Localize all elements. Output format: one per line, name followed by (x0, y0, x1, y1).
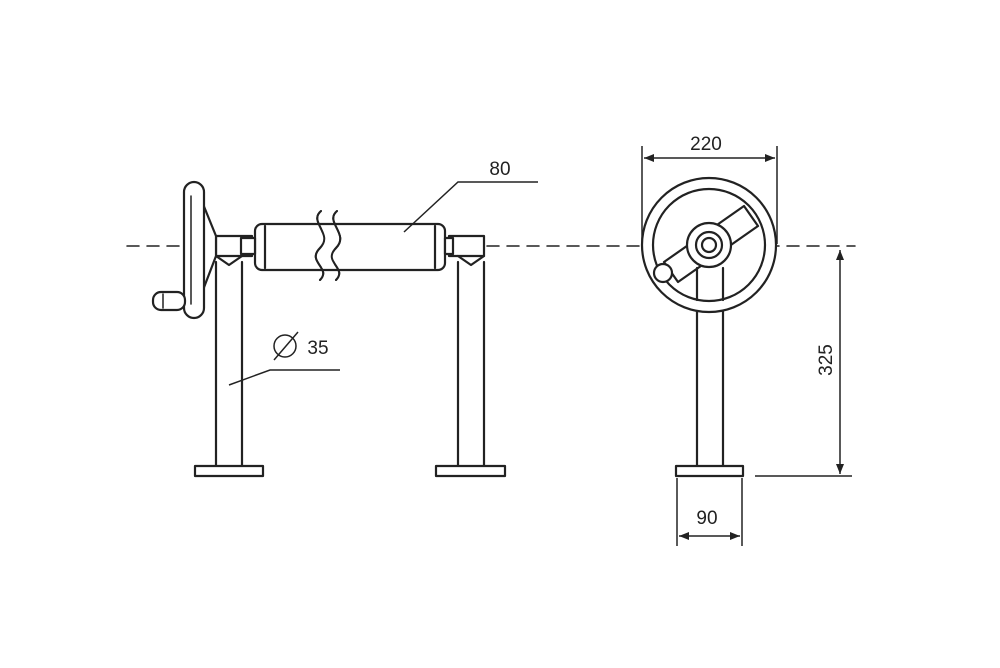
right-bracket (447, 234, 486, 267)
dimension-325 (755, 250, 852, 477)
shaft-left (239, 236, 257, 256)
left-post (193, 260, 265, 478)
front-view (151, 180, 507, 478)
diameter-symbol-icon (273, 331, 299, 361)
crank-knob (652, 262, 674, 284)
leader-35 (228, 369, 340, 386)
label-220: 220 (690, 134, 722, 155)
dimension-220 (641, 146, 778, 244)
side-base-plate (674, 464, 745, 478)
side-view (640, 176, 778, 478)
dimensions (228, 146, 852, 546)
handwheel-front (640, 176, 778, 314)
handwheel-side (151, 180, 218, 320)
label-35: 35 (307, 338, 328, 359)
right-post (434, 260, 507, 478)
shaft-right (443, 236, 455, 256)
label-90: 90 (696, 508, 717, 529)
label-325: 325 (816, 344, 837, 376)
leader-80 (403, 181, 538, 233)
label-80: 80 (489, 159, 510, 180)
dimension-90 (676, 478, 743, 546)
